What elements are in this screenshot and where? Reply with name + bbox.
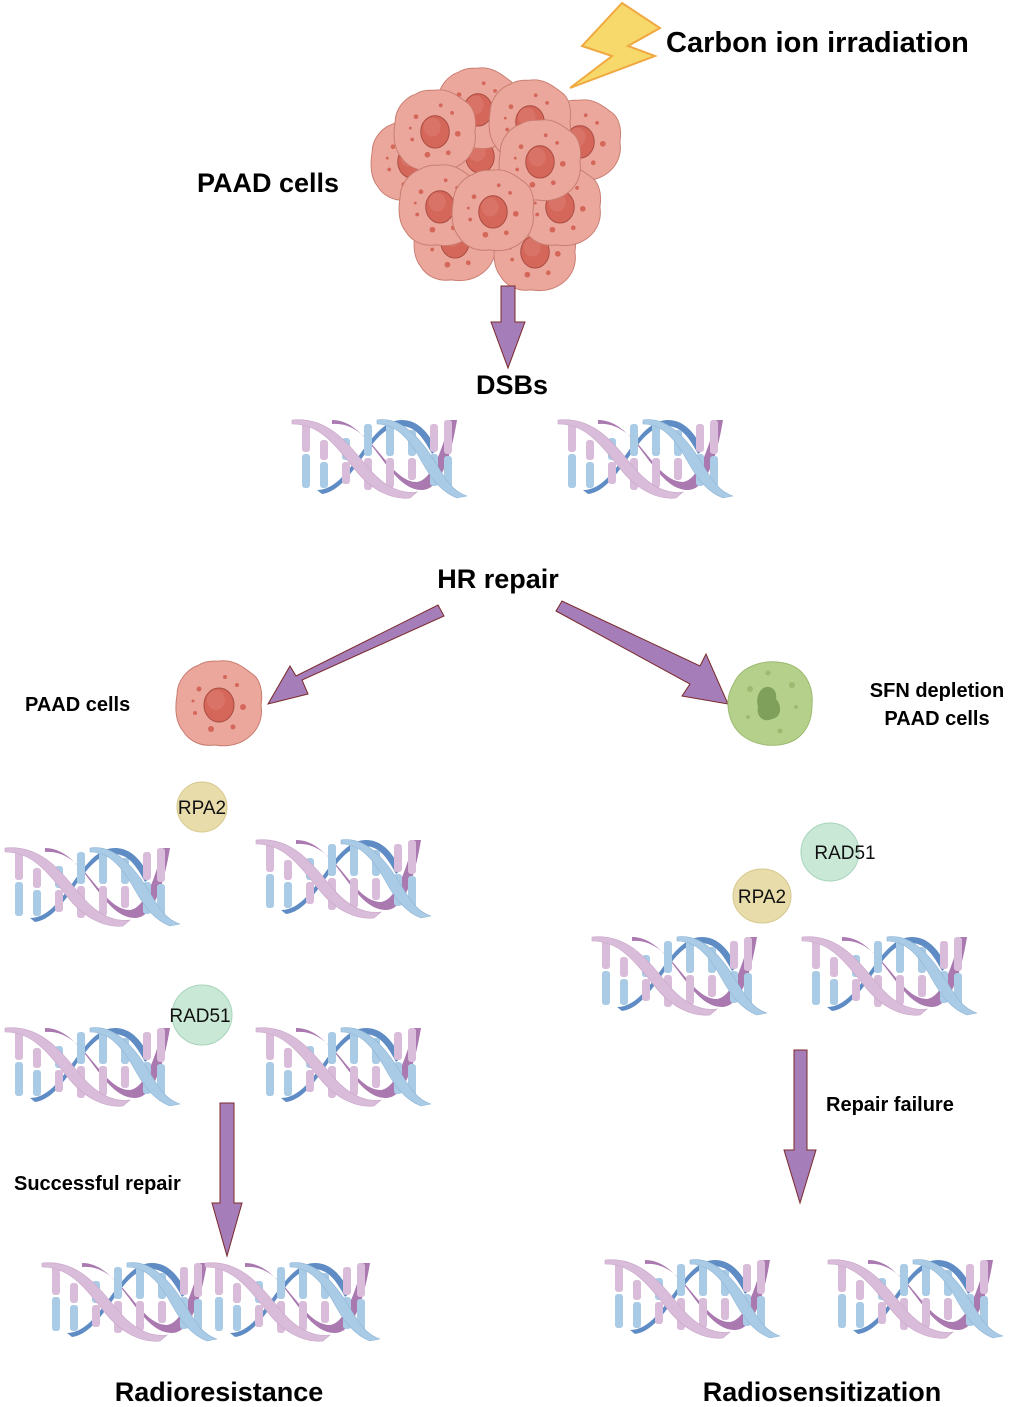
- dna-helix-right-1: [591, 936, 768, 1016]
- paad-cell-cluster: [370, 67, 622, 292]
- dna-helix-left-4: [255, 1027, 432, 1107]
- dna-helix-left-3: [4, 1027, 181, 1107]
- arrow-to-dsbs: [490, 285, 526, 370]
- dna-helix-dsb-2: [557, 419, 734, 499]
- sfn-depleted-cell-icon: [727, 661, 813, 746]
- arrow-to-left-branch: [266, 604, 445, 705]
- carbon-ion-irradiation-label: Carbon ion irradiation: [666, 27, 969, 59]
- arrow-to-right-branch: [555, 600, 729, 705]
- hr-repair-label: HR repair: [437, 564, 559, 594]
- paad-cells-cluster-label: PAAD cells: [197, 168, 340, 198]
- arrow-repair-failure: [783, 1049, 817, 1205]
- rpa2-label-left: RPA2: [178, 798, 226, 819]
- dna-helix-broken-2: [827, 1259, 1004, 1339]
- dna-helix-left-2: [255, 839, 432, 919]
- successful-repair-label: Successful repair: [14, 1173, 181, 1195]
- radiosensitization-label: Radiosensitization: [702, 1377, 942, 1407]
- rad51-label-right: RAD51: [814, 843, 875, 864]
- rad51-label-left: RAD51: [169, 1006, 230, 1027]
- dna-helix-left-1: [4, 847, 181, 927]
- dna-helix-repaired: [41, 1262, 381, 1342]
- lightning-icon: [569, 1, 662, 89]
- arrow-successful-repair: [211, 1102, 243, 1258]
- paad-cell-icon: [175, 660, 263, 747]
- radioresistance-label: Radioresistance: [114, 1377, 324, 1407]
- sfn-paad-cells-label: PAAD cells: [884, 708, 990, 730]
- sfn-depletion-label: SFN depletion: [869, 680, 1005, 702]
- rad51-protein-left: RAD51: [169, 984, 233, 1046]
- rpa2-label-right: RPA2: [738, 887, 786, 908]
- dna-helix-right-2: [801, 936, 978, 1016]
- dna-helix-broken-1: [604, 1259, 781, 1339]
- dsbs-label: DSBs: [475, 370, 549, 400]
- rpa2-protein-left: RPA2: [176, 781, 228, 833]
- dna-helix-dsb-1: [291, 419, 468, 499]
- repair-failure-label: Repair failure: [826, 1094, 954, 1116]
- paad-cells-label: PAAD cells: [25, 694, 131, 716]
- rad51-protein-right: RAD51: [800, 822, 876, 882]
- rpa2-protein-right: RPA2: [732, 868, 792, 924]
